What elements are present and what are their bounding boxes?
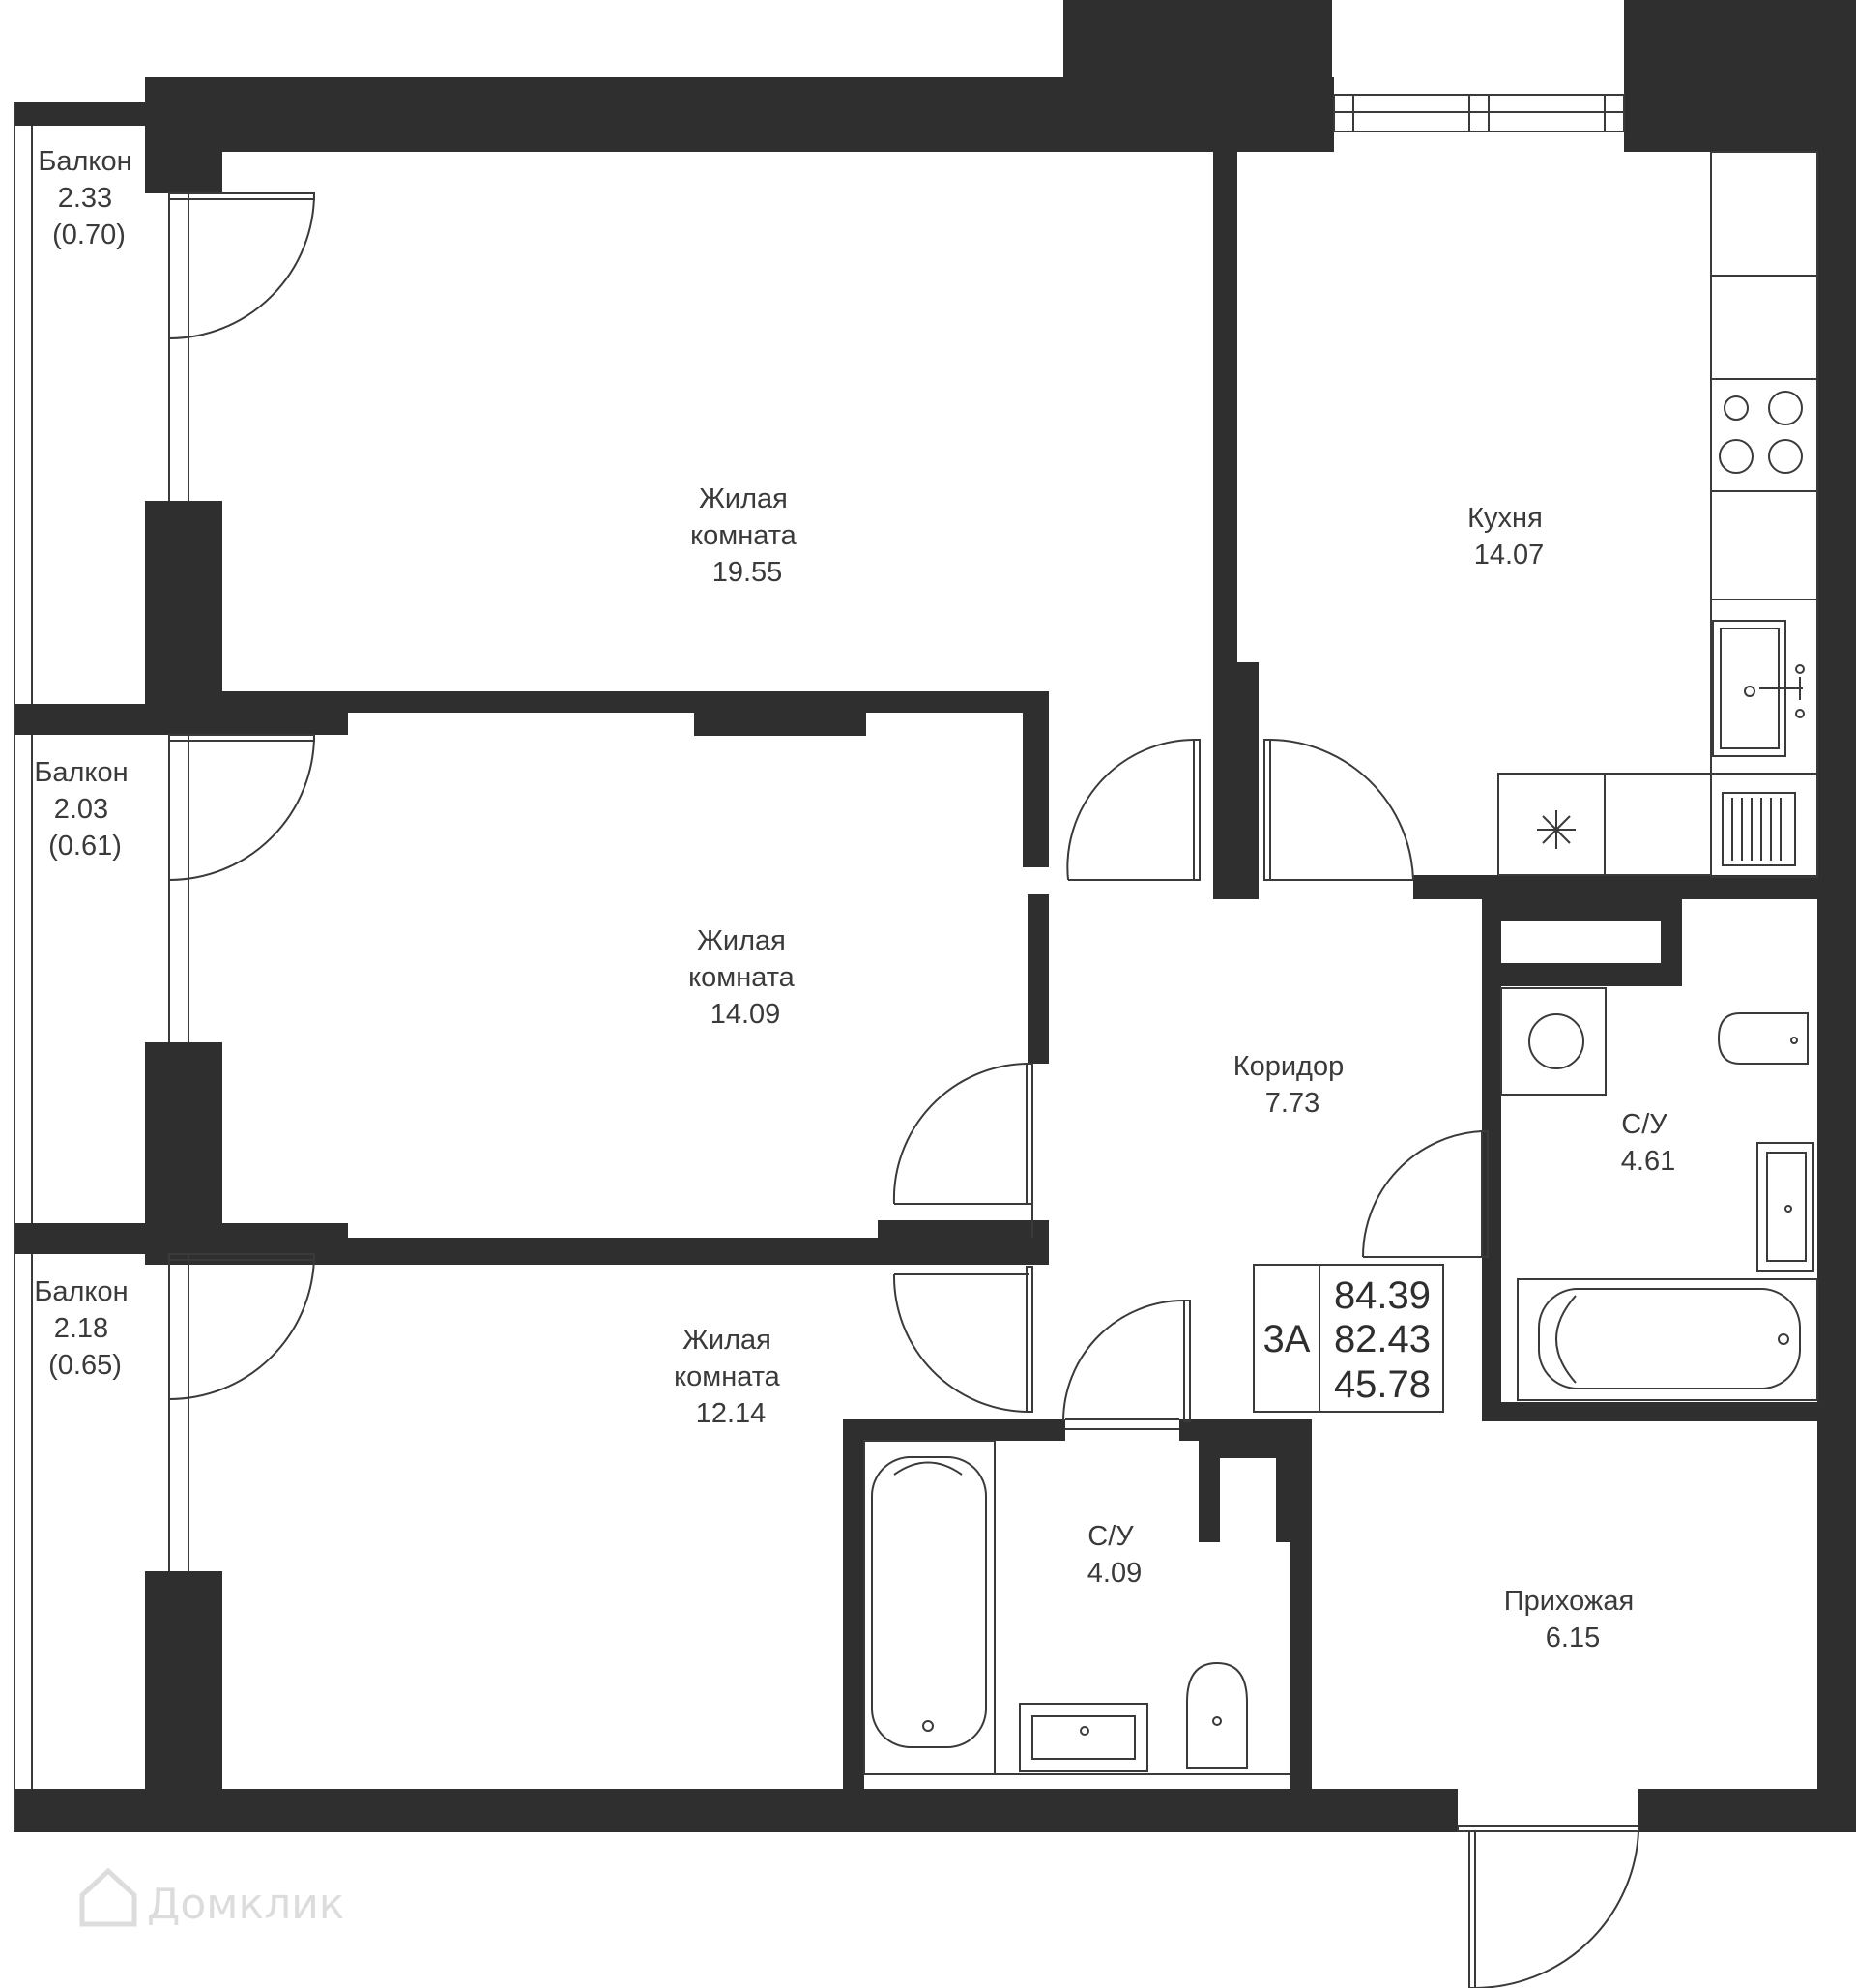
- sink-icon: [1744, 664, 1805, 718]
- doors: [168, 192, 1639, 1988]
- room-label-living-room-1: Жилая комната 19.55: [690, 483, 804, 588]
- room-label-balcony-3: Балкон 2.18 (0.65): [34, 1276, 135, 1381]
- room-label-living-room-3: Жилая комната 12.14: [674, 1325, 788, 1429]
- living-area: 45.78: [1334, 1363, 1431, 1406]
- room-label-balcony-2: Балкон 2.03 (0.61): [34, 757, 135, 862]
- room-label-living-room-2: Жилая комната 14.09: [688, 925, 802, 1030]
- area-without-balconies: 82.43: [1334, 1318, 1431, 1360]
- room-labels: Балкон 2.33 (0.70) Балкон 2.03 (0.61) Ба…: [34, 146, 1675, 1653]
- house-logo-icon: [79, 1867, 137, 1927]
- stove-icon: [1719, 391, 1803, 474]
- kitchen-fixtures: [1497, 151, 1818, 878]
- watermark: Домклик: [79, 1867, 344, 1929]
- hood-icon: [1537, 810, 1576, 849]
- fridge-icon: [1731, 798, 1782, 861]
- room-label-bathroom-1: С/У 4.61: [1621, 1109, 1675, 1177]
- total-area: 84.39: [1334, 1274, 1431, 1317]
- room-label-corridor: Коридор 7.73: [1233, 1051, 1352, 1119]
- walls: [14, 0, 1856, 1832]
- room-label-hallway: Прихожая 6.15: [1504, 1586, 1641, 1653]
- area-summary: 3А 84.39 82.43 45.78: [1253, 1264, 1444, 1413]
- room-label-balcony-1: Балкон 2.33 (0.70): [38, 146, 139, 250]
- window-frames: [14, 94, 1625, 1832]
- wall-openings: [1220, 921, 1661, 1543]
- bathroom-1-fixtures: [1500, 987, 1818, 1401]
- room-label-kitchen: Кухня 14.07: [1467, 503, 1551, 570]
- bathroom-2-fixtures: [863, 1440, 1248, 1775]
- apartment-type: 3А: [1263, 1318, 1311, 1360]
- watermark-text: Домклик: [147, 1880, 344, 1929]
- room-label-bathroom-2: С/У 4.09: [1088, 1521, 1142, 1589]
